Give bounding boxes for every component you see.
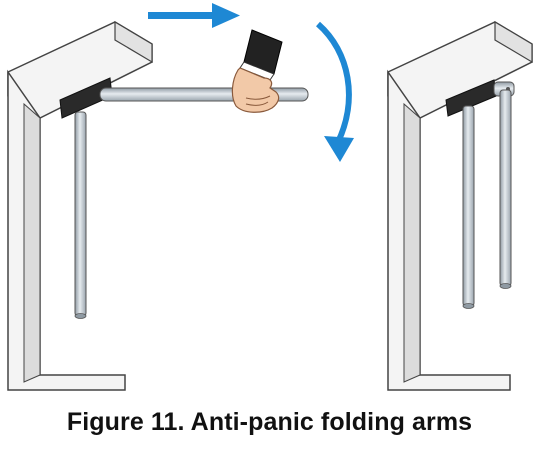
- left-turnstile: [7, 3, 354, 391]
- hand-icon: [231, 29, 283, 113]
- left-housing-top-face: [114, 20, 153, 64]
- right-turnstile: [387, 20, 533, 391]
- right-housing-top-face: [494, 20, 533, 64]
- right-folded-arm-cap: [499, 283, 512, 289]
- curved-arrow-down-icon: [315, 21, 354, 162]
- arrow-right-icon: [148, 3, 240, 28]
- right-folded-arm: [499, 89, 512, 287]
- right-vertical-arm-1-cap: [462, 303, 475, 309]
- figure-caption: Figure 11. Anti-panic folding arms: [66, 408, 473, 436]
- right-vertical-arm-1: [462, 105, 475, 307]
- right-housing-inner: [403, 102, 421, 383]
- left-vertical-arm-cap: [74, 313, 87, 319]
- left-housing-inner: [23, 102, 41, 383]
- folding-arms-illustration: [7, 3, 533, 391]
- left-vertical-arm: [74, 111, 87, 317]
